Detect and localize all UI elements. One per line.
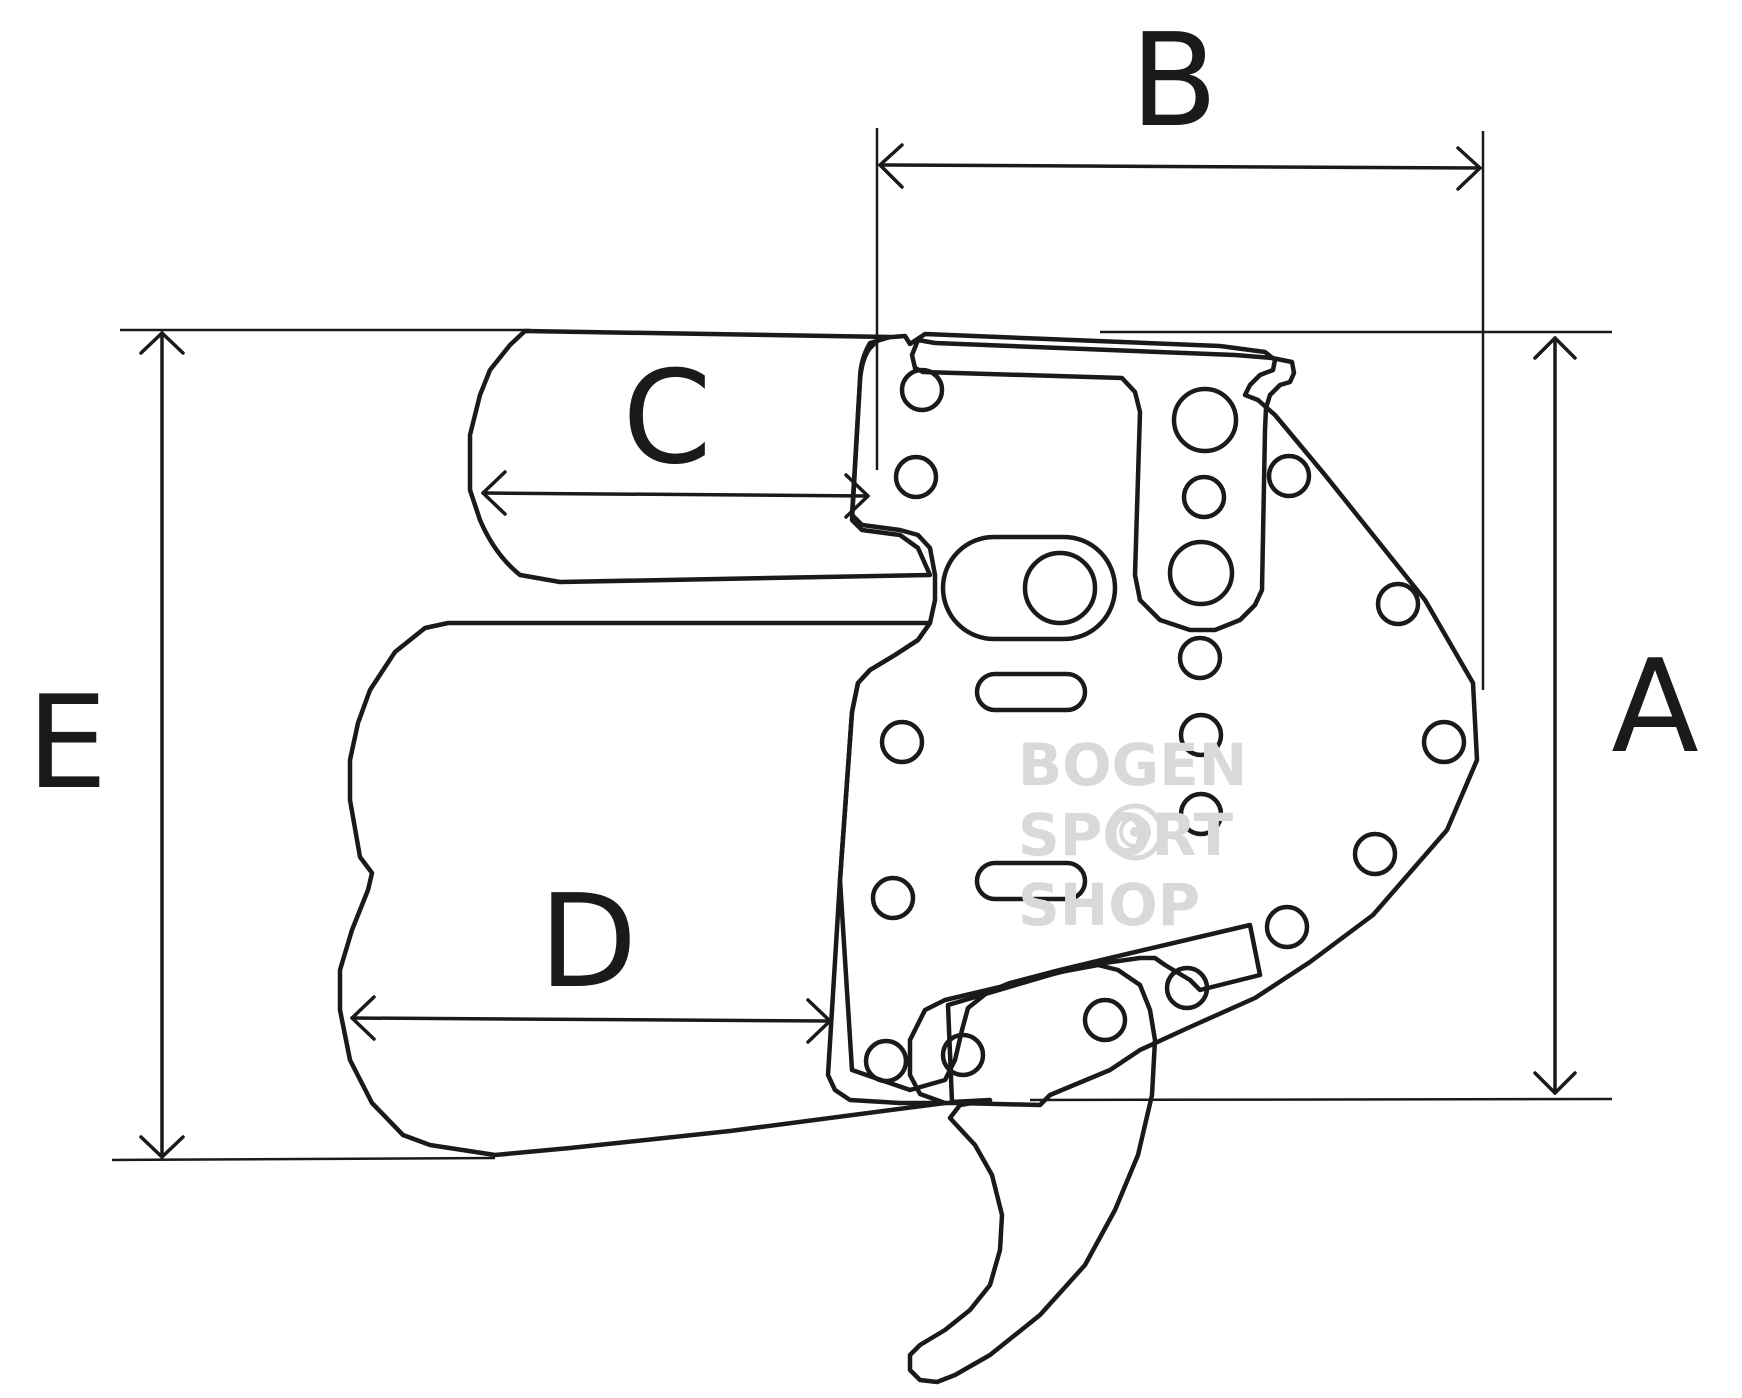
hole (879, 719, 925, 765)
watermark: BOGEN SPORT SHOP (1018, 731, 1247, 939)
hole (1352, 831, 1398, 877)
hole (893, 454, 939, 500)
hole (940, 1032, 986, 1078)
dimension-a: A (1533, 336, 1699, 1095)
hole (1375, 581, 1421, 627)
dimension-b-label: B (1130, 7, 1218, 156)
mounting-holes (863, 367, 1467, 1084)
hole (1178, 791, 1224, 837)
lower-small-slot (974, 860, 1088, 902)
dimension-d-label: D (539, 868, 638, 1017)
hole (1421, 719, 1467, 765)
watermark-target-icon (1106, 803, 1164, 861)
trigger-lever (907, 962, 1158, 1385)
dimension-b: B (878, 7, 1482, 191)
upper-small-slot (974, 671, 1088, 713)
main-body-plate (837, 331, 1480, 1108)
hole (1082, 997, 1128, 1043)
hole (1177, 635, 1223, 681)
hole (863, 1038, 909, 1084)
plate-cutout (909, 337, 1297, 633)
hole (1181, 474, 1227, 520)
center-hole (1022, 550, 1098, 626)
dimension-e-label: E (27, 669, 108, 818)
dimension-e: E (27, 331, 185, 1159)
center-slot (940, 534, 1118, 642)
hole (1167, 539, 1235, 607)
hole (1178, 712, 1224, 758)
hole (1266, 453, 1312, 499)
dimension-c-label: C (622, 344, 711, 493)
dimension-d: D (350, 868, 832, 1044)
extension-line-e-bottom (111, 1156, 496, 1162)
dimension-a-label: A (1611, 633, 1699, 782)
extension-lines (111, 128, 1613, 1162)
watermark-line-3: SHOP (1018, 871, 1200, 939)
hole (870, 875, 916, 921)
dimension-c: C (481, 344, 870, 519)
hole (1171, 386, 1239, 454)
extension-line-a-bottom (1029, 1097, 1613, 1102)
hole (1164, 965, 1210, 1011)
hole (1264, 904, 1310, 950)
hole (899, 367, 945, 413)
watermark-line-1: BOGEN (1018, 731, 1247, 799)
